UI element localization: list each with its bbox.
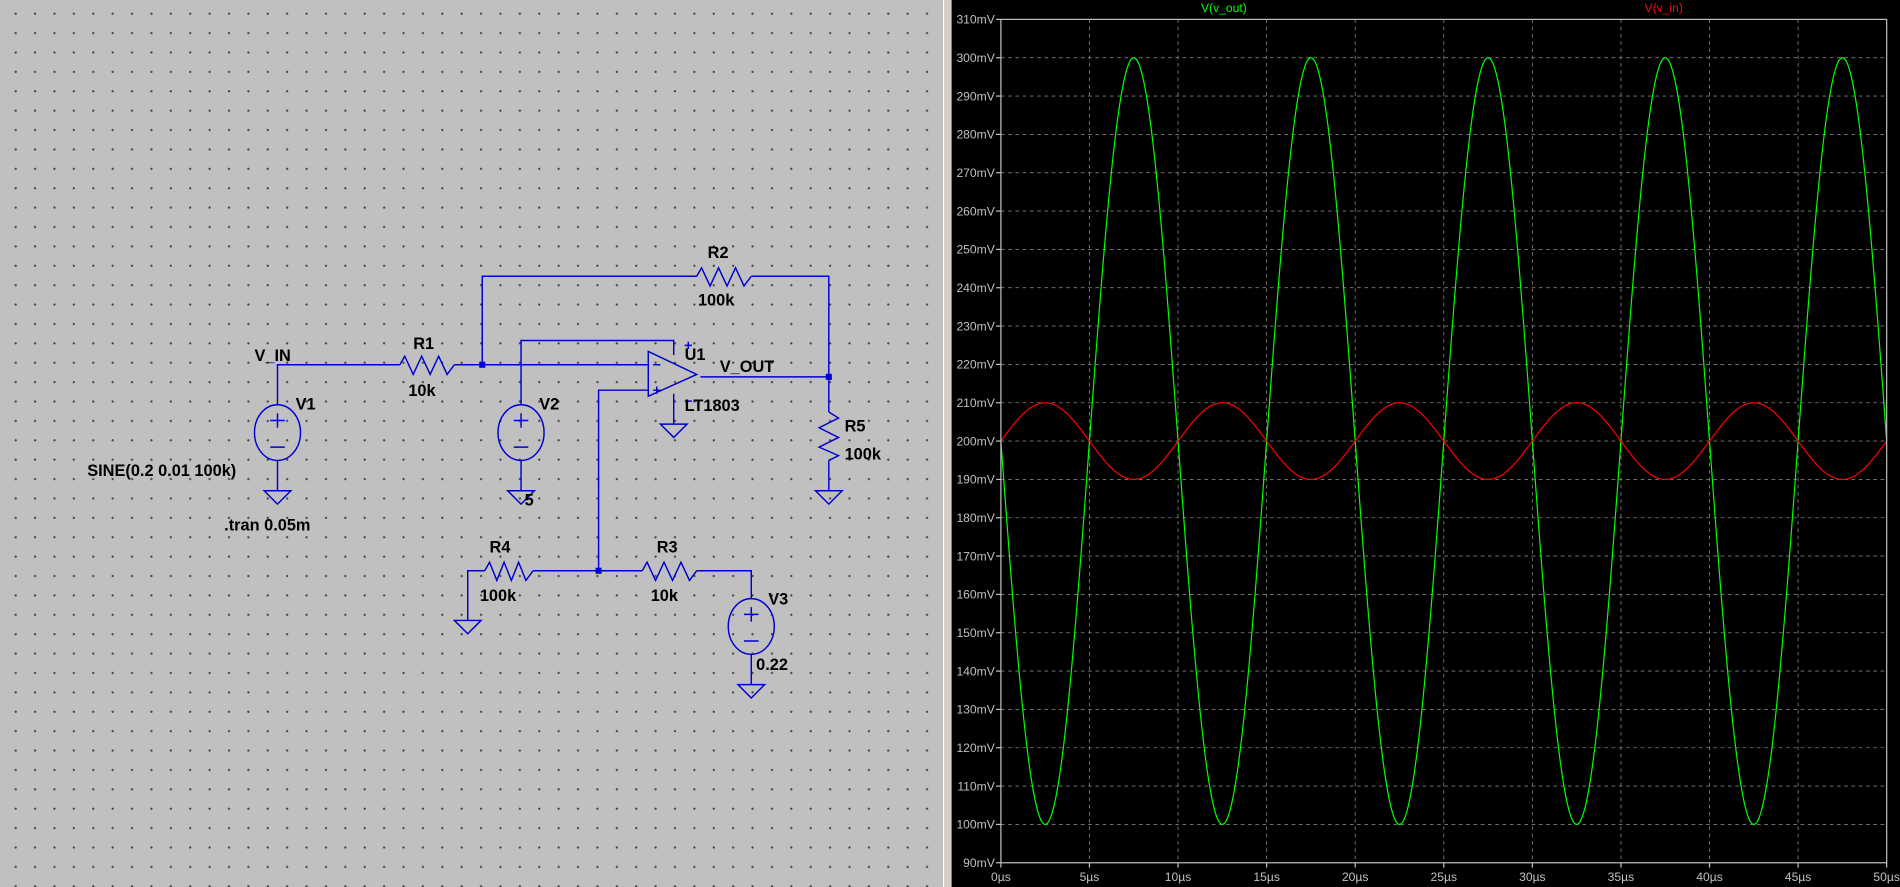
- wire-noninv[interactable]: [597, 389, 649, 571]
- y-tick-label: 260mV: [956, 204, 995, 218]
- resistor-r1[interactable]: [399, 354, 455, 377]
- plot-frame: [1000, 18, 1888, 864]
- y-tick-label: 240mV: [956, 281, 995, 295]
- y-tick-label: 230mV: [956, 319, 995, 333]
- ground-icon: [452, 619, 483, 635]
- y-tick-label: 190mV: [956, 473, 995, 487]
- voltage-source-v3[interactable]: [727, 597, 776, 656]
- r3-name: R3: [657, 539, 678, 557]
- y-tick-label: 140mV: [956, 664, 995, 678]
- ground-icon: [262, 490, 293, 506]
- y-tick-label: 160mV: [956, 588, 995, 602]
- u1-name: U1: [685, 346, 706, 364]
- ground-icon: [658, 423, 689, 439]
- r1-name: R1: [413, 335, 434, 353]
- schematic-canvas[interactable]: [0, 0, 943, 887]
- resistor-r3[interactable]: [641, 560, 698, 583]
- y-tick-label: 120mV: [956, 741, 995, 755]
- x-tick-label: 0µs: [991, 870, 1011, 884]
- opamp-u1[interactable]: [647, 341, 699, 402]
- v3-value: 0.22: [756, 656, 788, 674]
- junction-dot: [479, 361, 486, 368]
- y-tick-label: 250mV: [956, 243, 995, 257]
- legend-v-in[interactable]: V(v_in): [1645, 1, 1683, 15]
- x-tick-label: 40µs: [1696, 870, 1723, 884]
- traces: [1000, 57, 1888, 826]
- y-tick-label: 170mV: [956, 549, 995, 563]
- v1-value: SINE(0.2 0.01 100k): [87, 462, 236, 480]
- trace-vv_in: [1000, 402, 1888, 481]
- x-tick-label: 35µs: [1608, 870, 1635, 884]
- y-tick-label: 110mV: [957, 779, 995, 793]
- r4-value: 100k: [480, 587, 517, 605]
- ground-icon: [736, 683, 767, 699]
- y-tick-label: 150mV: [956, 626, 995, 640]
- resistor-r4[interactable]: [484, 560, 534, 583]
- resistor-r2[interactable]: [696, 266, 752, 288]
- r1-value: 10k: [408, 382, 436, 400]
- y-tick-label: 100mV: [956, 818, 995, 832]
- x-tick-label: 25µs: [1431, 870, 1458, 884]
- ground-icon: [813, 490, 844, 506]
- resistor-r5[interactable]: [817, 411, 841, 462]
- y-tick-label: 300mV: [956, 51, 995, 65]
- r5-name: R5: [845, 417, 866, 435]
- net-label-v-in: V_IN: [254, 347, 290, 365]
- net-label-v-out: V_OUT: [720, 358, 775, 376]
- r3-value: 10k: [651, 587, 679, 605]
- y-axis-ticks: 310mV 300mV 290mV 280mV 270mV 260mV 250mV 240mV…: [956, 13, 1001, 870]
- spice-directive[interactable]: .tran 0.05m: [224, 517, 310, 535]
- x-tick-label: 10µs: [1165, 870, 1192, 884]
- y-tick-label: 290mV: [956, 89, 995, 103]
- wire-vin[interactable]: [276, 364, 400, 405]
- schematic: V_IN V_OUT R1 10k R2 100k R3 10k R4 100k…: [87, 244, 882, 699]
- wire-feedback[interactable]: [481, 275, 697, 365]
- x-tick-label: 30µs: [1519, 870, 1546, 884]
- y-tick-label: 180mV: [956, 511, 995, 525]
- pane-splitter[interactable]: [943, 0, 952, 887]
- v1-name: V1: [296, 396, 316, 414]
- u1-value: LT1803: [685, 397, 740, 415]
- y-tick-label: 90mV: [963, 856, 996, 870]
- wire-r4-gnd[interactable]: [467, 570, 485, 621]
- voltage-source-v2[interactable]: [497, 403, 545, 462]
- y-tick-label: 200mV: [956, 434, 995, 448]
- voltage-source-v1[interactable]: [253, 403, 302, 462]
- wire-r2-out[interactable]: [751, 275, 830, 412]
- junction-dot: [595, 567, 602, 574]
- wire-r3-v3[interactable]: [696, 570, 753, 599]
- waveform-plot[interactable]: 310mV 300mV 290mV 280mV 270mV 260mV 250mV 240mV…: [956, 1, 1899, 884]
- r2-value: 100k: [698, 291, 735, 309]
- v3-name: V3: [768, 591, 788, 609]
- r4-name: R4: [490, 539, 511, 557]
- junction-dot: [825, 373, 832, 380]
- r2-name: R2: [708, 244, 729, 262]
- x-tick-label: 50µs: [1873, 870, 1900, 884]
- y-tick-label: 310mV: [956, 13, 995, 27]
- y-tick-label: 270mV: [956, 166, 995, 180]
- ground-icon: [505, 490, 537, 506]
- y-tick-label: 220mV: [956, 358, 995, 372]
- v2-name: V2: [539, 396, 559, 414]
- y-tick-label: 210mV: [956, 396, 995, 410]
- r5-value: 100k: [845, 445, 882, 463]
- v2-value: 5: [525, 491, 534, 509]
- x-tick-label: 15µs: [1253, 870, 1280, 884]
- x-tick-label: 5µs: [1080, 870, 1100, 884]
- x-tick-label: 20µs: [1342, 870, 1369, 884]
- y-tick-label: 130mV: [956, 703, 995, 717]
- wire-v2-supply[interactable]: [520, 339, 675, 405]
- x-tick-label: 45µs: [1785, 870, 1812, 884]
- legend-v-out[interactable]: V(v_out): [1201, 1, 1247, 15]
- waveform-viewer[interactable]: [952, 0, 1900, 887]
- y-tick-label: 280mV: [956, 128, 995, 142]
- x-axis-ticks: 0µs 5µs 10µs 15µs 20µs 25µs 30µs 35µs 40µs 45µs 50…: [991, 862, 1900, 884]
